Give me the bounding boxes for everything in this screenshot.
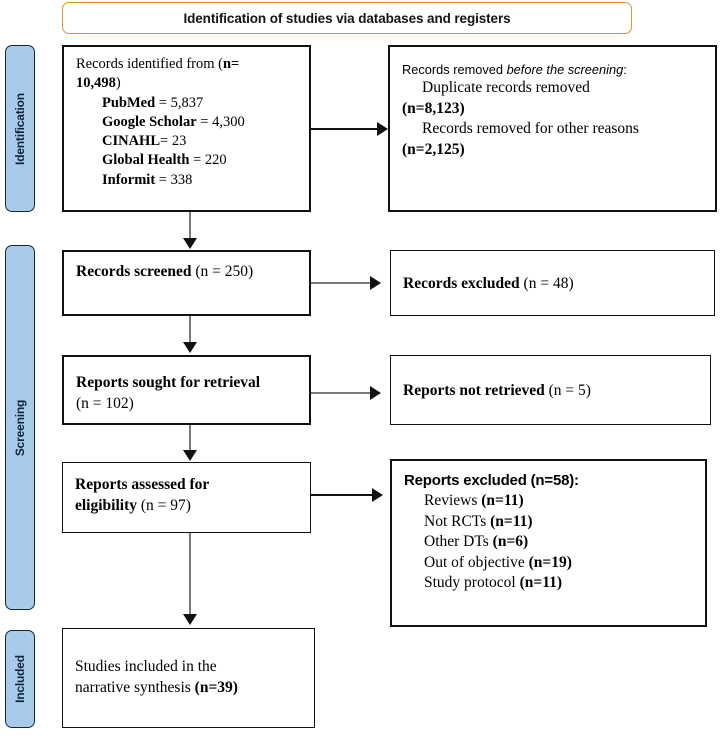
- reason-other-dts: Other DTs (n=6): [424, 533, 529, 551]
- phase-tab-screening: Screening: [5, 245, 35, 610]
- arrow-screened-to-sought-shaft: [189, 316, 191, 343]
- arrow-screened-to-excluded-head: [370, 276, 381, 290]
- records-screened-label: Records screened (n = 250): [76, 263, 254, 280]
- records-identified-heading-line2: 10,498): [76, 75, 121, 92]
- reason-reviews: Reviews (n=11): [424, 491, 524, 509]
- reason-not-rcts: Not RCTs (n=11): [424, 512, 533, 530]
- reports-assessed-label-line1: Reports assessed for: [75, 476, 210, 493]
- arrow-assessed-to-reportsexcluded-head: [372, 488, 383, 502]
- studies-included-line2: narrative synthesis (n=39): [75, 678, 238, 696]
- reason-study-protocol: Study protocol (n=11): [424, 574, 563, 592]
- arrow-identified-to-screened-head: [183, 238, 197, 249]
- removed-duplicate-text: Duplicate records removed: [422, 79, 590, 97]
- box-reports-assessed: Reports assessed for eligibility (n = 97…: [62, 462, 311, 533]
- arrow-sought-to-notretrieved-head: [370, 386, 381, 400]
- reports-sought-count: (n = 102): [76, 394, 134, 412]
- arrow-screened-to-excluded-shaft: [311, 282, 371, 284]
- removed-other-count: (n=2,125): [402, 140, 465, 158]
- diagram-title: Identification of studies via databases …: [183, 10, 511, 26]
- box-records-screened: Records screened (n = 250): [62, 250, 311, 316]
- arrow-assessed-to-included-shaft: [189, 533, 191, 615]
- box-reports-sought: Reports sought for retrieval (n = 102): [62, 355, 311, 425]
- removed-duplicate-count: (n=8,123): [402, 99, 465, 117]
- box-records-removed: Records removed before the screening: Du…: [388, 45, 717, 212]
- phase-tab-included: Included: [5, 630, 35, 728]
- arrow-identified-to-screened-shaft: [189, 212, 191, 240]
- box-reports-not-retrieved: Reports not retrieved (n = 5): [390, 355, 711, 425]
- phase-tab-screening-label: Screening: [13, 399, 28, 456]
- box-reports-excluded: Reports excluded (n=58): Reviews (n=11) …: [390, 459, 707, 627]
- records-identified-heading-line1: Records identified from (n=: [76, 56, 240, 72]
- reason-out-of-objective: Out of objective (n=19): [424, 553, 572, 571]
- reports-assessed-label-line2: eligibility (n = 97): [75, 496, 191, 514]
- source-google-scholar: Google Scholar = 4,300: [102, 113, 245, 130]
- phase-tab-included-label: Included: [13, 655, 27, 703]
- arrow-identified-to-removed-shaft: [311, 128, 378, 131]
- arrow-sought-to-notretrieved-shaft: [311, 392, 371, 394]
- records-removed-header: Records removed before the screening:: [402, 62, 627, 77]
- box-studies-included: Studies included in the narrative synthe…: [62, 628, 315, 728]
- diagram-title-banner: Identification of studies via databases …: [62, 2, 632, 34]
- reports-not-retrieved-label: Reports not retrieved (n = 5): [403, 381, 591, 399]
- records-excluded-label: Records excluded (n = 48): [403, 274, 574, 292]
- box-records-excluded: Records excluded (n = 48): [390, 250, 715, 316]
- arrow-sought-to-assessed-head: [183, 450, 197, 461]
- source-global-health: Global Health = 220: [102, 152, 227, 169]
- studies-included-line1: Studies included in the: [75, 658, 217, 675]
- arrow-sought-to-assessed-shaft: [189, 425, 191, 451]
- source-informit: Informit = 338: [102, 171, 193, 188]
- source-pubmed: PubMed = 5,837: [102, 94, 204, 111]
- source-cinahl: CINAHL= 23: [102, 133, 187, 150]
- reports-excluded-header: Reports excluded (n=58):: [404, 472, 579, 489]
- box-records-identified: Records identified from (n= 10,498) PubM…: [62, 45, 311, 212]
- phase-tab-identification-label: Identification: [13, 92, 27, 165]
- phase-tab-identification: Identification: [5, 45, 35, 212]
- arrow-assessed-to-reportsexcluded-shaft: [311, 494, 373, 497]
- arrow-identified-to-removed-head: [377, 122, 388, 136]
- arrow-assessed-to-included-head: [183, 614, 197, 625]
- reports-sought-label: Reports sought for retrieval: [76, 374, 261, 391]
- arrow-screened-to-sought-head: [183, 342, 197, 353]
- removed-other-text: Records removed for other reasons: [422, 120, 639, 138]
